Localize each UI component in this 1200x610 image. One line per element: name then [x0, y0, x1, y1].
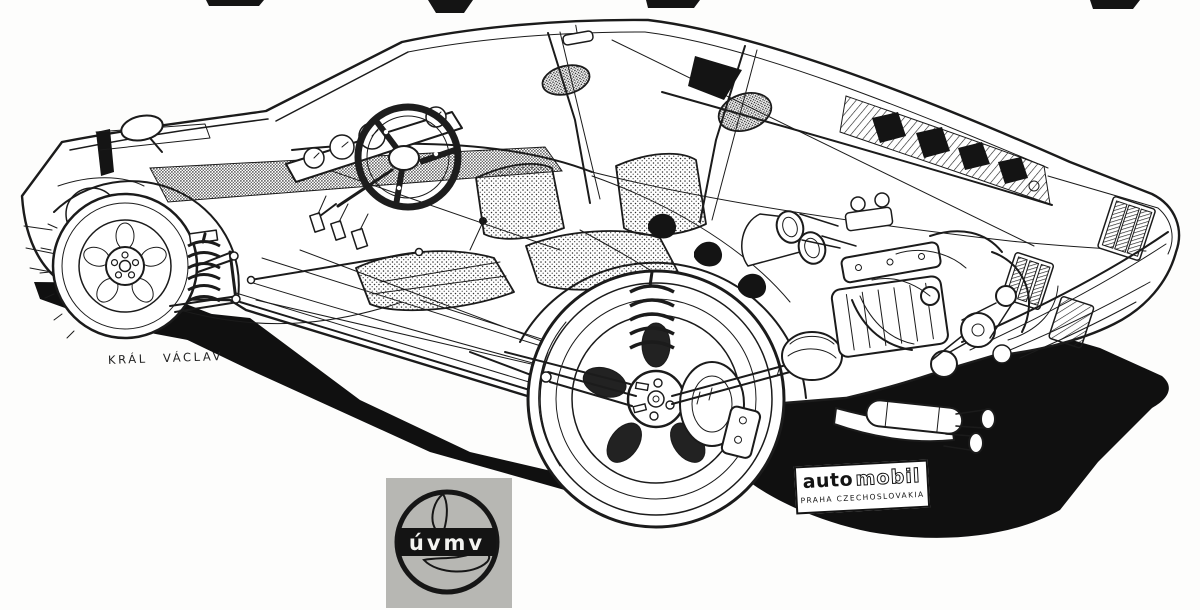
automobil-logo: auto mobil PRAHA CZECHOSLOVAKIA — [793, 459, 931, 515]
front-suspension — [169, 229, 424, 325]
automobil-word-solid: auto — [802, 468, 853, 493]
uvmv-label: úvmv — [409, 531, 485, 555]
uvmv-badge-art: úvmv — [394, 489, 500, 595]
rear-suspension — [504, 270, 791, 407]
intake-trumpets — [741, 210, 857, 267]
steering-wheel — [354, 103, 462, 211]
uvmv-ring — [394, 489, 500, 595]
exhaust-pipes — [833, 399, 996, 454]
automobil-wordmark: auto mobil — [802, 464, 920, 493]
engine — [741, 192, 1059, 381]
uvmv-badge: úvmv — [386, 478, 512, 608]
door-structure — [579, 56, 791, 343]
engine-cover-louvers — [839, 95, 1051, 205]
side-mirror — [120, 114, 164, 153]
uvmv-bar — [398, 528, 496, 556]
belt-drive — [930, 285, 1017, 378]
rearview-mirror — [562, 24, 594, 46]
rear-brake — [679, 361, 762, 459]
master-cylinders — [844, 192, 894, 232]
page-edge-marks — [206, 0, 1140, 13]
automobil-word-outline: mobil — [855, 465, 920, 490]
rear-wheel — [526, 269, 786, 529]
